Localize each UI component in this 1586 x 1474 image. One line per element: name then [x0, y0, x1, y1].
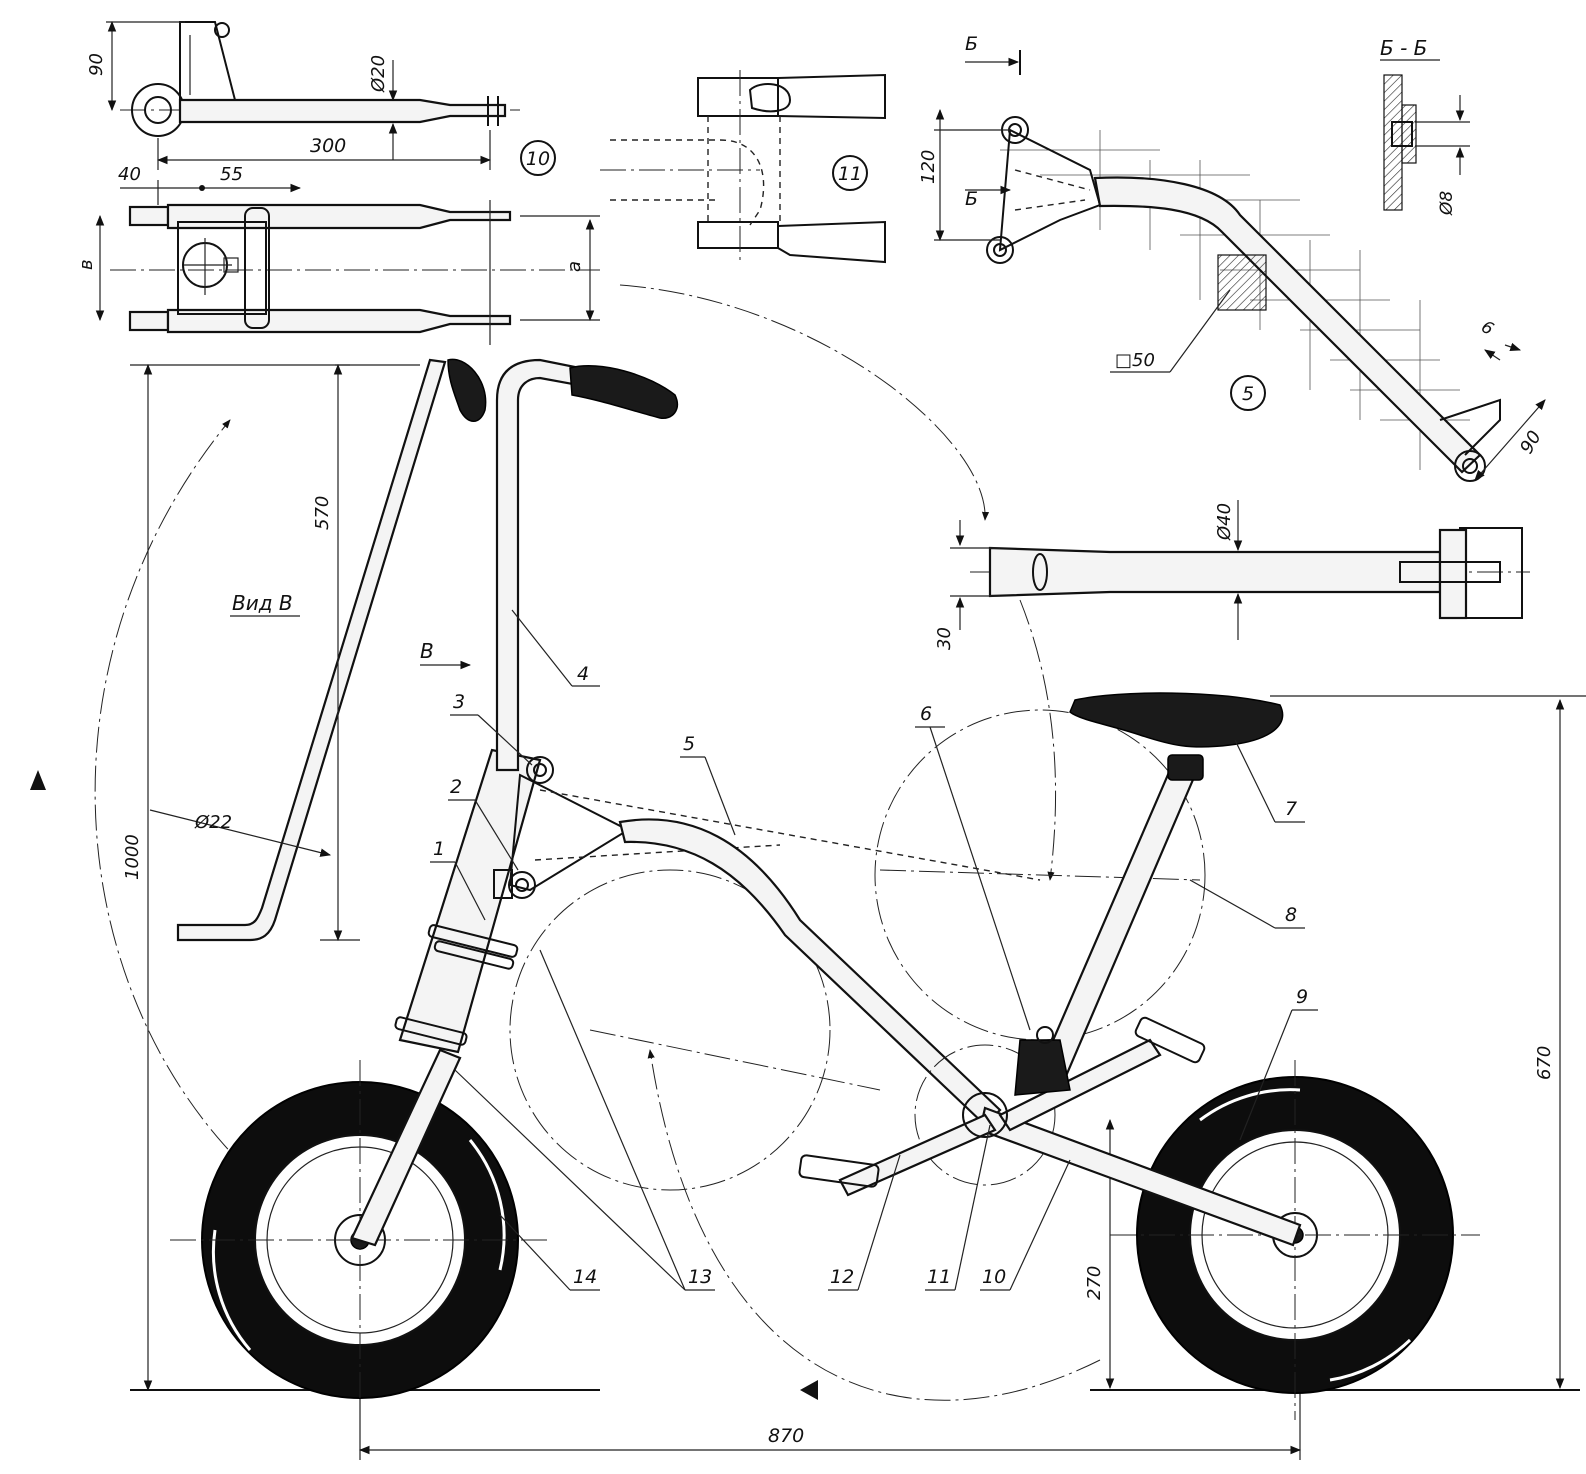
- section-label-b-top: Б: [965, 33, 978, 55]
- callout-3: 3: [453, 691, 465, 713]
- detail-11-drawing: [600, 70, 886, 264]
- dim-570: 570: [312, 496, 333, 530]
- dim-diameter-22: Ø22: [194, 812, 232, 833]
- circled-number-10: 10: [526, 148, 550, 170]
- circled-number-11: 11: [838, 163, 862, 185]
- dim-120: 120: [918, 150, 939, 184]
- handlebar-view-b: 570 Вид В Ø22: [149, 358, 487, 942]
- detail-10-dimensions: 90 Ø20 300 40 55 в а: [76, 20, 600, 322]
- callout-7: 7: [1285, 798, 1297, 820]
- steering-column: [394, 748, 542, 1054]
- dim-870: 870: [768, 1425, 804, 1447]
- detail-10-top-view: [110, 200, 600, 345]
- drivetrain: [798, 1016, 1302, 1247]
- circle-10-marker: [520, 140, 556, 176]
- callout-11: 11: [927, 1266, 951, 1288]
- view-b-title: Вид В: [232, 591, 293, 615]
- dim-40: 40: [118, 164, 141, 185]
- folding-motion-arcs: [30, 284, 1101, 1401]
- circled-number-5: 5: [1242, 383, 1254, 405]
- handlebar-stem: [495, 358, 679, 772]
- section-label-b-mid: Б: [965, 188, 978, 210]
- dim-diameter-8: Ø8: [1437, 191, 1457, 216]
- dim-1000: 1000: [122, 834, 143, 880]
- callout-10: 10: [982, 1266, 1006, 1288]
- callout-8: 8: [1285, 904, 1297, 926]
- section-title: Б - Б: [1380, 36, 1427, 60]
- dim-6: 6: [1478, 317, 1498, 340]
- callout-2: 2: [450, 776, 462, 798]
- dim-diameter-20: Ø20: [368, 55, 389, 93]
- dim-diameter-40: Ø40: [1214, 503, 1235, 541]
- detail-10-side-view: [120, 21, 520, 137]
- frame-tube-plan-view: 30 Ø40: [934, 500, 1530, 650]
- overall-dimensions: 1000 670 270 870: [122, 363, 1586, 1460]
- view-b-arrow-label: В: [420, 639, 434, 663]
- dim-b: в: [76, 259, 97, 270]
- section-b-b: Б - Б Ø8: [1380, 36, 1470, 216]
- dim-30: 30: [934, 627, 955, 650]
- seat-assembly: [1033, 692, 1284, 1092]
- callout-numbers: 1 2 3 4 5 6 7 8 9 10 11 12 13 14: [433, 663, 1308, 1288]
- front-fork: [350, 1048, 462, 1247]
- dim-300: 300: [310, 135, 346, 157]
- callout-4: 4: [577, 663, 589, 685]
- callout-6: 6: [920, 703, 932, 725]
- phantom-wheel-folded-front: [509, 869, 831, 1191]
- callout-1: 1: [433, 838, 445, 860]
- dim-square-50: □50: [1115, 350, 1155, 371]
- circle-5-marker: [1230, 375, 1266, 411]
- dim-90-right: 90: [1516, 427, 1546, 457]
- dim-670: 670: [1534, 1046, 1555, 1080]
- callout-leaders: [430, 609, 1318, 1291]
- callout-12: 12: [830, 1266, 854, 1288]
- dim-270: 270: [1084, 1266, 1105, 1300]
- circle-11-marker: [832, 155, 868, 191]
- dim-55: 55: [220, 164, 243, 185]
- callout-9: 9: [1296, 986, 1308, 1008]
- callout-14: 14: [573, 1266, 597, 1288]
- callout-13: 13: [688, 1266, 712, 1288]
- dim-a: а: [564, 261, 585, 272]
- dim-90-top: 90: [86, 53, 107, 76]
- callout-5: 5: [683, 733, 695, 755]
- detail-5-frame: [986, 116, 1501, 482]
